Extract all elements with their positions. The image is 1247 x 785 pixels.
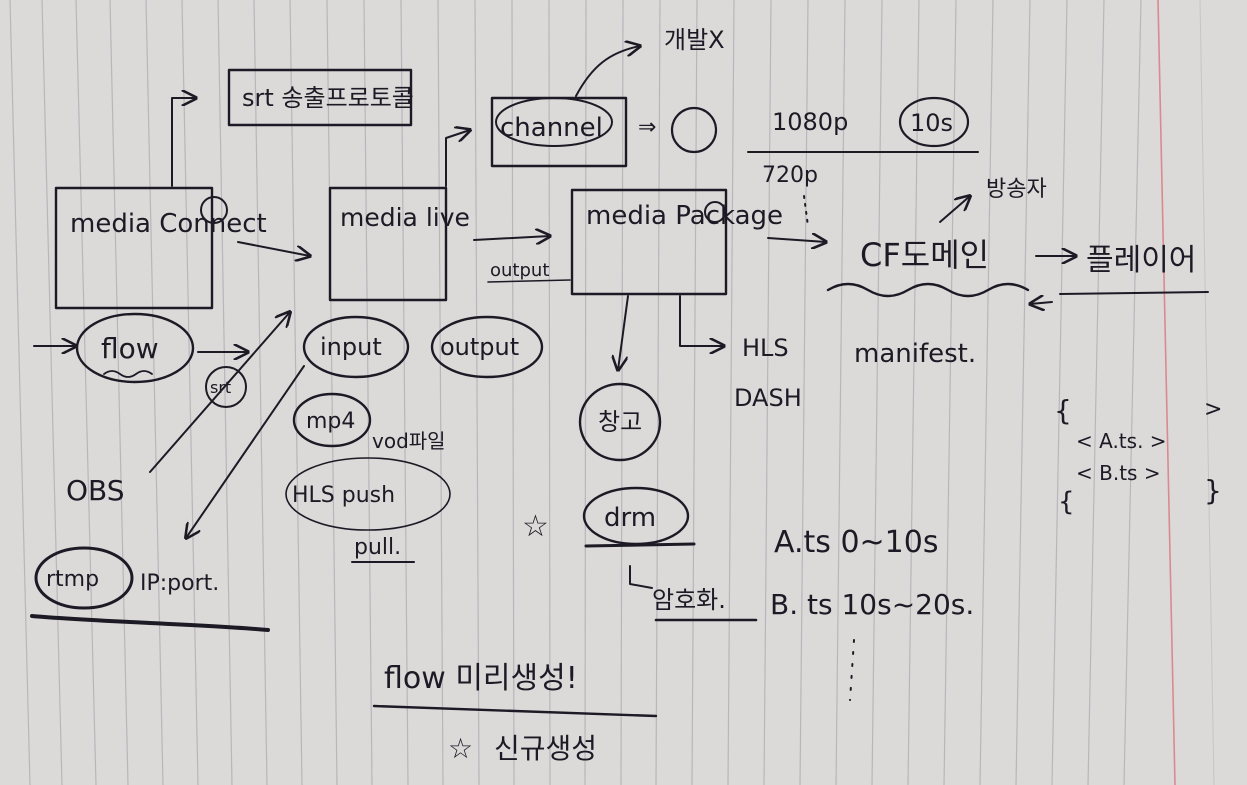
media-connect-label: media Connect: [70, 209, 267, 239]
hls-push-label: HLS push: [292, 483, 395, 508]
channel-label: channel: [500, 113, 603, 143]
dash-label: DASH: [734, 384, 802, 412]
cf-domain-wave: [826, 282, 1030, 298]
media-package-box: [570, 188, 728, 296]
channel-to-note-arrow: [575, 46, 640, 97]
implies-symbol: ⇒: [638, 115, 656, 140]
drm-label: drm: [604, 503, 656, 533]
mp4-oval: [292, 392, 372, 448]
bracket-open: {: [1054, 394, 1072, 427]
vod-note-label: vod파일: [372, 429, 446, 453]
media-live-label: media live: [340, 203, 470, 232]
resolution-circle: [670, 106, 718, 154]
resolution-1080-label: 1080p: [772, 108, 848, 136]
new-note-label: 신규생성: [494, 732, 597, 765]
pull-label: pull.: [354, 535, 401, 560]
storage-label: 창고: [598, 408, 642, 436]
drm-to-encrypt-arrow: [629, 565, 653, 589]
drm-underline: [584, 542, 696, 548]
media-package-circle-mark: [704, 201, 726, 223]
channel-oval: [495, 97, 613, 147]
seconds-oval: [898, 96, 970, 148]
output-oval: [430, 315, 544, 379]
live-to-channel-arrow: [445, 130, 470, 187]
media-connect-box: [54, 186, 214, 310]
star-mark: ☆: [522, 509, 549, 544]
rtmp-oval: [34, 546, 134, 610]
broadcaster-label: 방송자: [986, 177, 1047, 202]
media-connect-circle-mark: [200, 196, 228, 224]
player-label: 플레이어: [1086, 243, 1196, 278]
rtmp-label: rtmp: [46, 567, 99, 592]
resolution-720-label: 720p: [762, 163, 818, 188]
srt-small-label: srt: [210, 378, 231, 397]
bracket-open-bottom: {: [1058, 487, 1075, 517]
srt-protocol-box: [227, 68, 413, 127]
flow-oval: [75, 312, 195, 384]
flow-underline-wave: [103, 370, 153, 378]
obs-label: OBS: [66, 474, 125, 507]
srt-protocol-label: srt 송출프로토콜: [242, 84, 414, 112]
input-label: input: [320, 333, 382, 361]
margin-line: [1157, 0, 1176, 785]
media-connect-up-arrow: [171, 98, 196, 187]
live-to-rtmp-arrow: [186, 365, 305, 538]
media-package-label: media Package: [586, 201, 783, 231]
flow-label: flow: [101, 332, 159, 365]
bracket-b-label: < B.ts >: [1076, 461, 1161, 485]
ip-port-label: IP:port.: [140, 571, 219, 596]
flow-note-underline: [372, 704, 658, 718]
connect-to-live-arrow: [237, 241, 310, 256]
flow-note-label: flow 미리생성!: [384, 661, 578, 696]
player-underline: [1059, 291, 1209, 295]
margin-line-2: [1199, 0, 1215, 785]
hls-label: HLS: [742, 334, 789, 362]
cf-to-broadcaster-arrow: [939, 196, 970, 223]
live-to-package-arrow: [473, 236, 550, 240]
channel-note-label: 개발X: [664, 26, 725, 54]
player-back-arrow: [1030, 302, 1053, 304]
input-oval: [302, 315, 410, 379]
bracket-close: }: [1204, 474, 1222, 507]
obs-to-live-arrow: [149, 312, 290, 473]
rtmp-underline: [30, 614, 270, 632]
resolution-dotted-line: [803, 195, 809, 227]
output-arrow-underline: [487, 279, 571, 283]
mp4-label: mp4: [306, 409, 355, 434]
hls-push-oval: [285, 457, 451, 531]
output-arrow-label: output: [490, 260, 549, 281]
ruled-lines: [9, 0, 1142, 785]
new-star-mark: ☆: [448, 732, 473, 765]
package-to-hls-arrow: [679, 295, 724, 346]
seconds-10-label: 10s: [910, 109, 953, 137]
package-to-storage-arrow: [618, 295, 629, 370]
srt-small-circle: [205, 366, 247, 408]
media-live-box: [328, 186, 448, 302]
manifest-label: manifest.: [854, 339, 976, 369]
encrypt-label: 암호화.: [652, 586, 726, 614]
output-oval-label: output: [440, 333, 519, 361]
storage-oval: [578, 382, 662, 462]
b-ts-label: B. ts 10s~20s.: [770, 588, 974, 621]
a-ts-label: A.ts 0~10s: [774, 525, 939, 560]
cf-domain-label: CF도메인: [860, 236, 989, 274]
bracket-a-label: < A.ts. >: [1076, 429, 1167, 453]
dotted-line-down: [849, 639, 855, 701]
package-to-cf-arrow: [767, 238, 826, 242]
bracket-angle-top: >: [1204, 397, 1222, 422]
